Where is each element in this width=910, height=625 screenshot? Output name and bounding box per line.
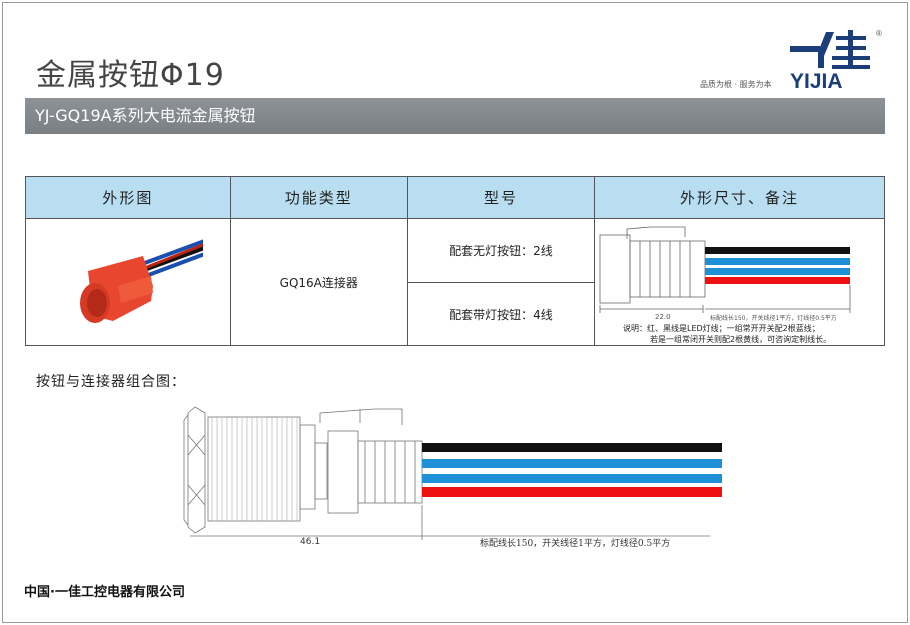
company-name: 中国·一佳工控电器有限公司 — [24, 585, 185, 600]
header-appearance: 外形图 — [25, 176, 231, 219]
header-model: 型号 — [406, 176, 596, 219]
svg-text:®: ® — [876, 29, 882, 38]
combo-wire-note: 标配线长150，开关线径1平方，灯线径0.5平方 — [480, 539, 671, 549]
remark-line-1: 说明：红、黑线是LED灯线；一组常开开关配2根蓝线； — [623, 324, 820, 333]
connector-photo — [25, 218, 231, 346]
model-with-light: 配套带灯按钮：4线 — [406, 282, 596, 346]
wire-note: 标配线长150，开关线径1平方，灯线径0.5平方 — [710, 315, 837, 322]
brand-logo: YIJIA ® — [788, 24, 888, 94]
blue-wire — [422, 459, 722, 468]
black-wire — [422, 443, 722, 452]
dimension-cell: 22.0 标配线长150，开关线径1平方，灯线径0.5平方 说明：红、黑线是LE… — [594, 218, 885, 346]
dim-value: 22.0 — [655, 313, 671, 321]
red-wire — [422, 487, 722, 497]
model-no-light: 配套无灯按钮：2线 — [406, 218, 596, 283]
function-type: GQ16A连接器 — [229, 218, 408, 346]
combo-title: 按钮与连接器组合图： — [36, 374, 186, 390]
combo-drawing — [183, 406, 722, 540]
spec-table: 外形图 功能类型 型号 外形尺寸、备注 GQ16A连接器 配套无灯按钮：2线 — [25, 176, 885, 346]
slogan: 品质为根 · 服务为本 — [700, 80, 772, 89]
series-title-bar: YJ-GQ19A系列大电流金属按钮 — [25, 98, 885, 134]
combo-dim-value: 46.1 — [300, 537, 321, 547]
page-title: 金属按钮Φ19 — [36, 58, 225, 93]
header-function: 功能类型 — [229, 176, 408, 219]
blue-wire — [422, 474, 722, 483]
header-dimensions: 外形尺寸、备注 — [594, 176, 885, 219]
remark-line-2: 若是一组常闭开关则配2根黄线，可咨询定制线长。 — [650, 335, 832, 344]
brand-text: YIJIA — [790, 70, 843, 93]
